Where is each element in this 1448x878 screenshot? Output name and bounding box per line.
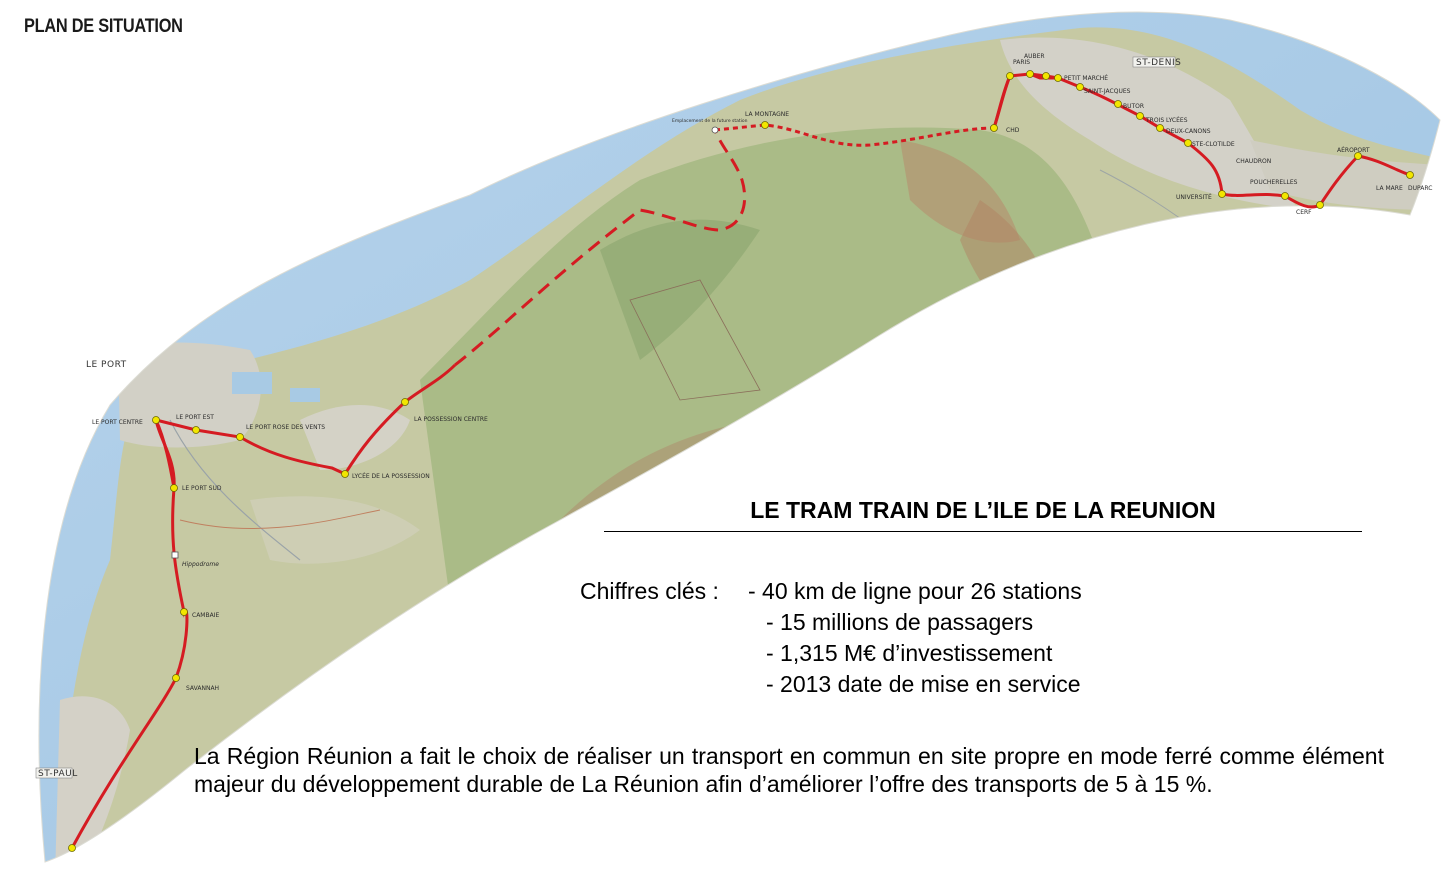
label-le-port-est: LE PORT EST xyxy=(176,414,214,421)
station-la-montagne xyxy=(761,121,769,129)
station-le-port-est xyxy=(192,426,200,434)
map-border xyxy=(38,11,1441,863)
station-chd xyxy=(990,124,998,132)
key-figure-2: - 15 millions de passagers xyxy=(766,609,1034,635)
station-paris xyxy=(1006,72,1014,80)
city-label-st-denis: ST-DENIS xyxy=(1136,58,1181,68)
hippodrome-marker xyxy=(171,551,179,559)
station-ste-clotilde xyxy=(1184,139,1192,147)
label-universite: UNIVERSITÉ xyxy=(1176,193,1212,201)
station-cerf xyxy=(1281,192,1289,200)
label-duparc: DUPARC xyxy=(1408,185,1432,192)
label-la-mare: LA MARE xyxy=(1376,185,1403,192)
stations xyxy=(68,70,1414,852)
label-paris: PARIS xyxy=(1013,59,1030,66)
label-petit-marche: PETIT MARCHÉ xyxy=(1064,74,1108,82)
station-le-port-rose-des-vents xyxy=(236,433,244,441)
station-trois-lycees xyxy=(1136,112,1144,120)
label-le-port-centre: LE PORT CENTRE xyxy=(92,419,143,426)
station-butor xyxy=(1114,100,1122,108)
station-savannah xyxy=(172,674,180,682)
description-paragraph: La Région Réunion a fait le choix de réa… xyxy=(194,743,1384,797)
urban-area-st-paul xyxy=(55,696,130,862)
harbor-basin xyxy=(232,372,272,394)
key-figures-label: Chiffres clés : xyxy=(580,578,719,604)
station-auber-2 xyxy=(1042,72,1050,80)
future-station-marker xyxy=(711,126,719,134)
station-la-mare xyxy=(1406,171,1414,179)
station-aeroport xyxy=(1354,152,1362,160)
label-auber: AUBER xyxy=(1024,53,1045,60)
urban-area-le-port xyxy=(118,342,261,448)
station-auber xyxy=(1026,70,1034,78)
label-chd: CHD xyxy=(1006,127,1020,134)
label-butor: BUTOR xyxy=(1123,103,1144,110)
label-la-possession-centre: LA POSSESSION CENTRE xyxy=(414,416,488,423)
label-future-station: Emplacement de la future station xyxy=(672,118,748,124)
label-cambaie: CAMBAIE xyxy=(192,612,219,619)
label-savannah: SAVANNAH xyxy=(186,685,219,692)
line-dashed-segment xyxy=(454,129,747,367)
station-cerf-2 xyxy=(1316,201,1324,209)
label-ste-clotilde: STE-CLOTILDE xyxy=(1192,141,1235,148)
station-saint-jacques xyxy=(1076,83,1084,91)
key-figure-3: - 1,315 M€ d’investissement xyxy=(766,640,1053,666)
label-cerf: CERF xyxy=(1296,209,1312,216)
page-title: PLAN DE SITUATION xyxy=(24,16,183,37)
line-dotted-segment xyxy=(714,123,995,147)
label-trois-lycees: TROIS LYCÉES xyxy=(1145,116,1188,124)
info-heading: LE TRAM TRAIN DE L’ILE DE LA REUNION xyxy=(604,497,1362,532)
label-poucherelles: POUCHERELLES xyxy=(1250,179,1298,186)
label-saint-jacques: SAINT-JACQUES xyxy=(1084,88,1131,95)
label-le-port-rose-des-vents: LE PORT ROSE DES VENTS xyxy=(246,424,325,431)
label-lycee-de-la-possession: LYCÉE DE LA POSSESSION xyxy=(352,472,430,480)
station-deux-canons xyxy=(1156,124,1164,132)
station-labels: PARIS AUBER PETIT MARCHÉ SAINT-JACQUES B… xyxy=(92,53,1432,692)
station-la-possession-centre xyxy=(401,398,409,406)
label-hippodrome: Hippodrome xyxy=(182,561,219,568)
station-le-port-centre xyxy=(152,416,160,424)
station-petit-marche xyxy=(1054,74,1062,82)
label-le-port-sud: LE PORT SUD xyxy=(182,485,222,492)
city-label-le-port: LE PORT xyxy=(86,360,127,370)
station-st-paul xyxy=(68,844,76,852)
city-labels: LE PORT ST-DENIS ST-PAUL xyxy=(35,56,1181,779)
station-le-port-sud xyxy=(170,484,178,492)
city-label-st-paul: ST-PAUL xyxy=(38,769,78,779)
key-figure-4: - 2013 date de mise en service xyxy=(766,671,1081,697)
label-la-montagne: LA MONTAGNE xyxy=(745,111,789,118)
label-chaudron: CHAUDRON xyxy=(1236,158,1271,165)
station-lycee-de-la-possession xyxy=(341,470,349,478)
label-deux-canons: DEUX-CANONS xyxy=(1166,128,1211,135)
station-cambaie xyxy=(180,608,188,616)
key-figure-1: - 40 km de ligne pour 26 stations xyxy=(748,578,1082,604)
urban-area-st-denis xyxy=(1000,37,1300,210)
label-aeroport: AÉROPORT xyxy=(1337,146,1370,154)
station-universite xyxy=(1218,190,1226,198)
